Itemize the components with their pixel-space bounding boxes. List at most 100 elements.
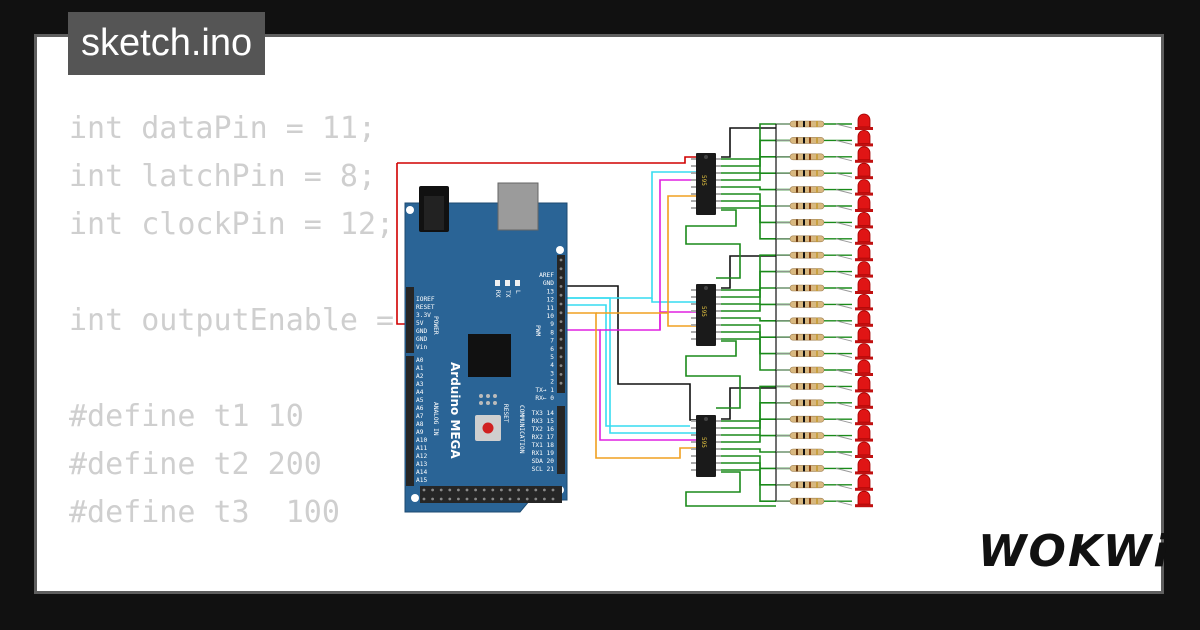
comm-pin-label: SDA 20 — [532, 458, 555, 465]
resistor-band — [803, 301, 805, 308]
chip-pin — [691, 172, 696, 174]
led-lead — [835, 484, 853, 490]
resistor-band — [809, 235, 811, 242]
digital-pin-label: 7 — [550, 338, 554, 345]
resistor-band — [816, 121, 818, 127]
chip-pin — [691, 296, 696, 298]
chip-pin — [716, 469, 721, 471]
led-base — [855, 241, 873, 245]
resistor-band — [796, 399, 798, 406]
chip-pin — [691, 420, 696, 422]
led-lead — [835, 418, 853, 424]
preview-card: int dataPin = 11;int latchPin = 8;int cl… — [34, 34, 1164, 594]
resistor-band — [816, 416, 818, 423]
wire-data — [567, 304, 690, 427]
status-led-label: L — [514, 290, 521, 294]
digital-pin-label: 8 — [550, 329, 554, 336]
resistor-band — [809, 186, 811, 193]
resistor — [789, 219, 825, 226]
shift-register-chip — [696, 284, 716, 346]
wire-chip-ground — [721, 127, 776, 158]
analog-pin-label: A6 — [416, 405, 424, 412]
header-pin — [457, 497, 460, 501]
wire-led-drive — [721, 303, 790, 312]
wokwi-logo: WOKWi — [978, 526, 1171, 577]
header-pin — [482, 488, 486, 492]
resistor-band — [816, 186, 818, 193]
wire-led-drive — [721, 385, 790, 422]
chip-pin — [716, 317, 721, 319]
led — [857, 162, 871, 177]
resistor-band — [796, 252, 798, 259]
header-pin — [517, 497, 520, 501]
led — [857, 212, 871, 226]
header-pin — [559, 337, 563, 341]
header-pin — [559, 320, 563, 323]
wires — [396, 123, 790, 507]
resistor-band — [796, 350, 798, 357]
analog-pin-label: A10 — [416, 437, 427, 444]
header-pin — [534, 488, 538, 492]
led-lead — [835, 254, 853, 260]
resistor-band — [796, 432, 798, 439]
resistor-band — [803, 465, 805, 472]
resistor-band — [796, 334, 798, 341]
resistor-band — [803, 268, 805, 275]
led — [857, 458, 871, 472]
chip-pin — [691, 310, 696, 312]
led-lead — [835, 189, 853, 195]
led-base — [855, 373, 873, 376]
resistor-band — [809, 137, 811, 144]
resistor-band — [796, 170, 798, 177]
resistor-band — [796, 203, 798, 209]
chip-pin — [716, 441, 721, 443]
resistor-band — [796, 383, 798, 390]
header-pin — [508, 488, 512, 492]
resistor-band — [816, 153, 818, 160]
chip-pin — [716, 200, 721, 202]
resistor-band — [816, 268, 818, 275]
resistor — [789, 497, 825, 505]
resistor — [789, 268, 825, 275]
resistor-band — [803, 252, 805, 259]
header-pin — [500, 497, 503, 501]
wire-led-drive — [721, 172, 790, 181]
resistor — [789, 137, 825, 144]
chip-pin — [716, 448, 721, 450]
resistor-band — [803, 498, 805, 505]
led — [857, 359, 871, 374]
resistor-band — [816, 383, 818, 390]
resistor-band — [803, 170, 805, 177]
resistor — [789, 251, 825, 259]
wire-led-drive — [721, 287, 790, 305]
digital-pin-label: 3 — [550, 370, 554, 377]
code-line: #define t2 200 — [69, 447, 322, 482]
header-pin — [559, 355, 563, 359]
status-led — [495, 280, 500, 286]
resistor — [789, 186, 825, 193]
led — [857, 294, 871, 308]
resistor-band — [809, 121, 811, 127]
code-editor: int dataPin = 11;int latchPin = 8;int cl… — [69, 105, 737, 591]
resistor-band — [816, 203, 818, 209]
resistor — [789, 153, 825, 161]
arduino-mega-board[interactable]: IOREFRESET3.3V5VGNDGNDVinA0A1A2A3A4A5A6A… — [404, 182, 568, 513]
shift-register-label: 595 — [700, 306, 707, 317]
code-line: int latchPin = 8; — [69, 159, 377, 194]
header-pin — [474, 497, 477, 501]
resistor-band — [809, 153, 811, 160]
wire-daisy-chain — [685, 209, 741, 279]
resistor-band — [796, 285, 798, 291]
header-pin — [551, 488, 555, 492]
resistor-band — [796, 153, 798, 160]
digital-pin-label: 12 — [547, 297, 555, 304]
wire-led-drive — [721, 331, 790, 355]
wire-chip-ground — [721, 255, 776, 289]
resistor-band — [816, 219, 818, 226]
resistor-band — [816, 137, 818, 144]
led-array — [775, 113, 873, 508]
resistor-band — [796, 137, 798, 144]
resistor-band — [809, 203, 811, 209]
led-lead — [835, 336, 853, 342]
